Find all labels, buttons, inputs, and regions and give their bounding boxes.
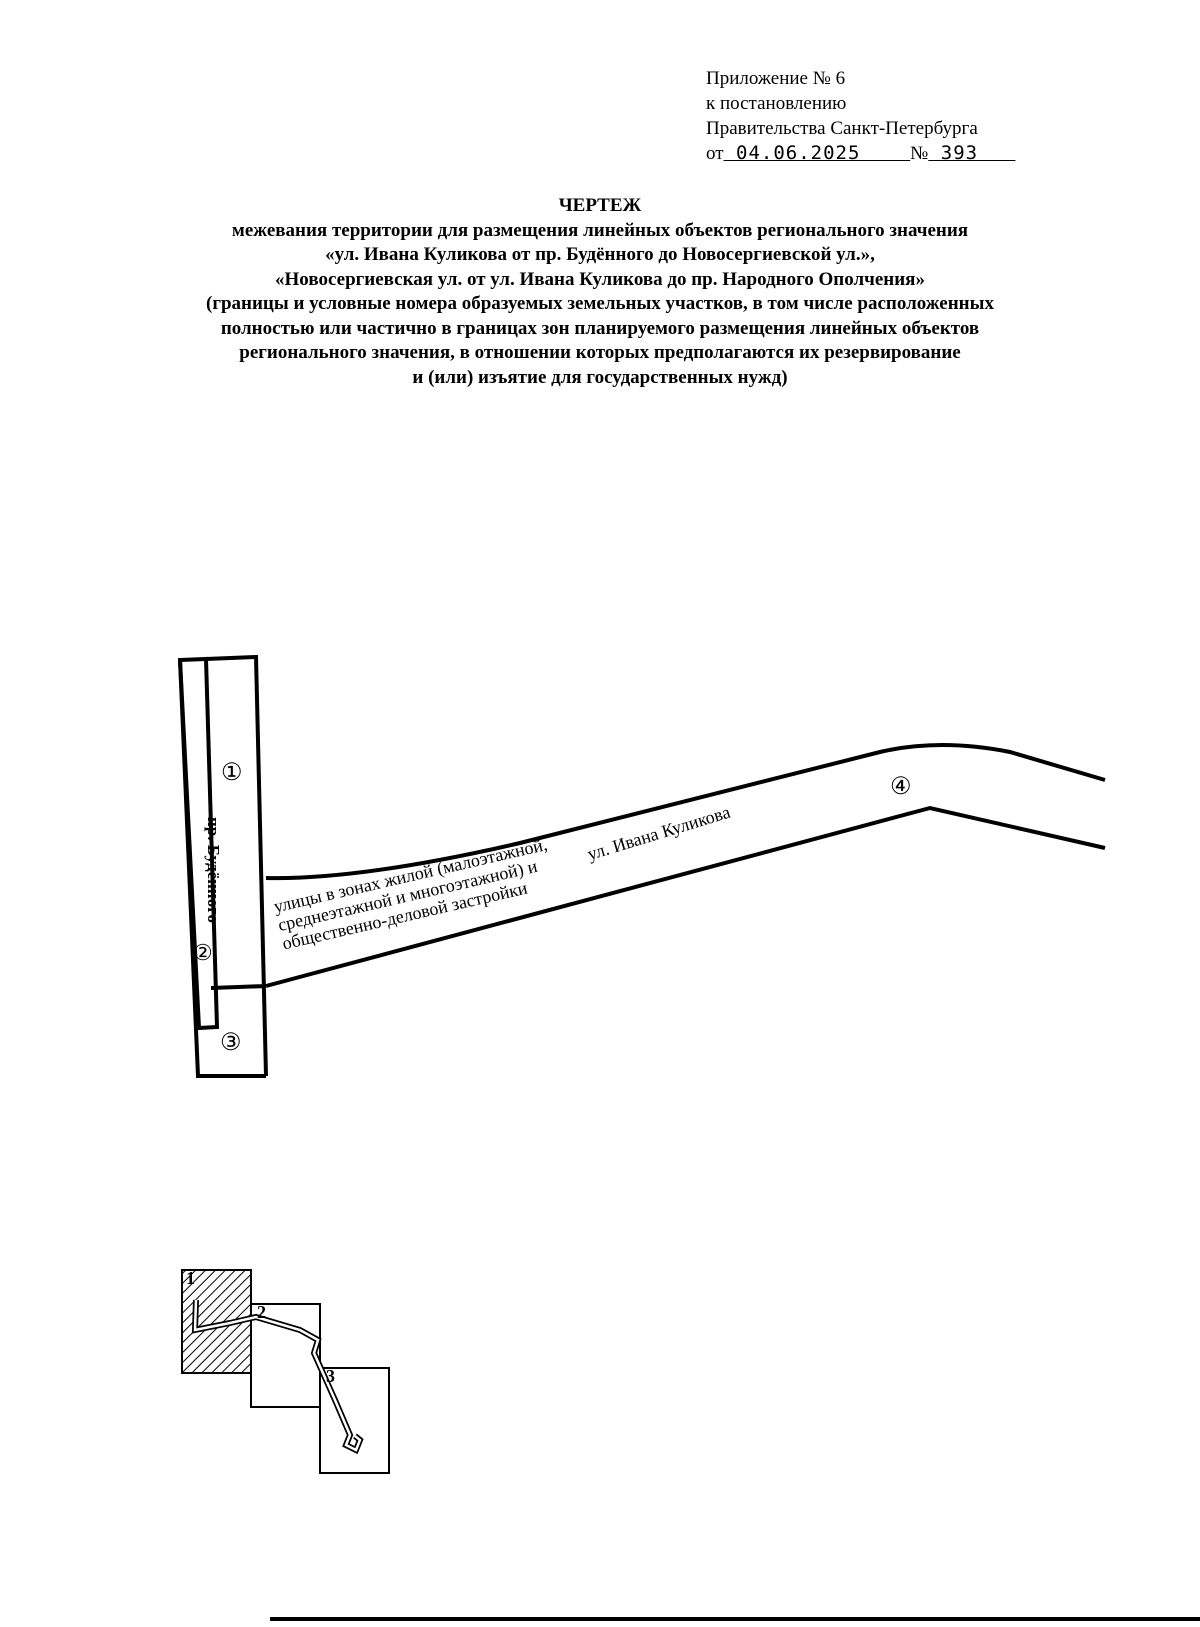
appendix-authority: Правительства Санкт-Петербурга xyxy=(706,118,978,139)
decree-number: 393 xyxy=(940,142,979,164)
title-heading: ЧЕРТЕЖ xyxy=(558,195,642,216)
appendix-number: Приложение № 6 xyxy=(706,68,846,89)
title-line: «Новосергиевская ул. от ул. Ивана Кулико… xyxy=(275,268,925,290)
plot-4-label: ④ xyxy=(890,774,912,800)
title-line: межевания территории для размещения лине… xyxy=(231,219,969,241)
plot-3-label: ③ xyxy=(220,1030,242,1056)
title-line: «ул. Ивана Куликова от пр. Будённого до … xyxy=(325,244,875,265)
appendix-reference: к постановлению xyxy=(706,93,847,114)
plot-4-top-boundary xyxy=(265,743,1106,881)
plot-4-bottom-boundary xyxy=(265,805,1106,988)
document-title: ЧЕРТЕЖ межевания территории для размещен… xyxy=(0,194,1200,390)
appendix-date-number: от 04.06.2025 № 393 xyxy=(706,141,1015,166)
plot-1-label: ① xyxy=(221,760,243,786)
key-sheet-1: 1 xyxy=(186,1268,195,1288)
key-sheet-3: 3 xyxy=(326,1366,335,1386)
plot-2-label: ② xyxy=(193,940,213,965)
title-line: (границы и условные номера образуемых зе… xyxy=(206,293,994,314)
key-map xyxy=(181,1269,390,1474)
plot-3-boundary xyxy=(178,659,266,1078)
bottom-edge-line xyxy=(270,1617,1200,1621)
key-sheet-2: 2 xyxy=(257,1302,266,1322)
plot-1-boundary xyxy=(205,654,268,1077)
decree-date: 04.06.2025 xyxy=(736,142,861,164)
title-line: и (или) изъятие для государственных нужд… xyxy=(412,366,788,388)
plot-2-boundary xyxy=(177,656,220,1031)
appendix-header: Приложение № 6 к постановлению Правитель… xyxy=(706,66,1015,166)
street-label-budennogo: пр. Будённого xyxy=(204,816,224,924)
title-line: полностью или частично в границах зон пл… xyxy=(220,317,980,339)
title-line: регионального значения, в отношении кото… xyxy=(239,342,961,363)
